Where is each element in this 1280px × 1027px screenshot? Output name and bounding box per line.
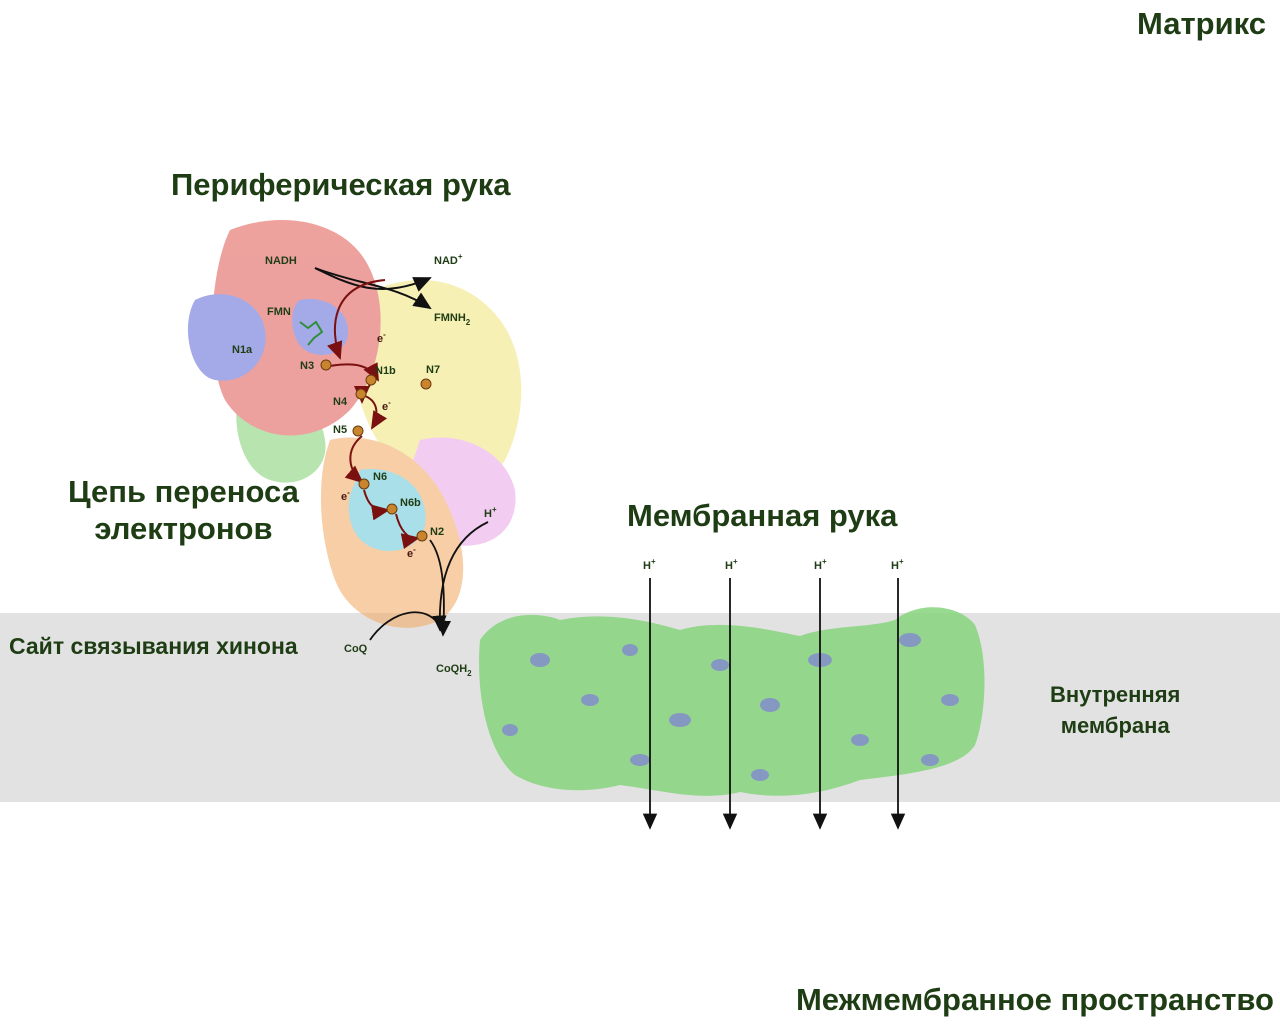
cluster-n4-icon [355, 388, 367, 400]
electron-label-1: e- [377, 330, 386, 345]
cluster-n4-label: N4 [333, 396, 348, 408]
cluster-n5-icon [352, 425, 364, 437]
arrow-proton-to-coqh2 [432, 521, 489, 632]
membrane-protein-surface [479, 607, 985, 796]
proton-pumping-arrows [642, 578, 906, 830]
cluster-n3-label: N3 [300, 360, 314, 372]
etc-label-line2: электронов [94, 511, 273, 546]
proton-label-entry: H+ [484, 505, 497, 520]
nadh-oxidation-arrows [314, 267, 432, 360]
intermembrane-space-label: Межмембранное пространство [795, 982, 1274, 1017]
electron-label-3: e- [341, 488, 350, 503]
etc-label-line1: Цепь переноса [68, 474, 299, 509]
protein-subunit-yellow [354, 280, 522, 492]
inner-membrane-line1: Внутренняя [1050, 682, 1181, 707]
fes-cluster-markers [320, 359, 432, 542]
fmn-molecule-icon [299, 320, 324, 346]
electron-transport-chain-label: Цепь переноса электронов [68, 473, 299, 547]
peripheral-arm-label: Периферическая рука [171, 167, 511, 202]
cluster-n5-label: N5 [333, 424, 347, 436]
electron-label-4: e- [407, 545, 416, 560]
cluster-n3-icon [320, 359, 332, 371]
quinone-binding-site-label: Сайт связывания хинона [9, 633, 298, 659]
cluster-n2-icon [416, 530, 428, 542]
coq-label: CoQ [344, 643, 368, 655]
nadh-label: NADH [265, 255, 297, 267]
matrix-label: Матрикс [1137, 6, 1266, 41]
cluster-n1a-label: N1a [232, 344, 253, 356]
arrow-to-nad [314, 267, 432, 292]
proton-label-3: H+ [814, 557, 827, 572]
inner-membrane-line2: мембрана [1060, 713, 1170, 738]
arrow-n2-to-coqh2 [429, 539, 452, 637]
quinone-reduction-arrows [369, 521, 489, 641]
membrane-arm-label: Мембранная рука [627, 498, 898, 533]
membrane-protein-blue-patches [502, 633, 959, 781]
arrow-to-fmnh2 [314, 267, 432, 310]
cluster-n7-icon [420, 378, 432, 390]
proton-label-2: H+ [725, 557, 738, 572]
cluster-n6b-icon [386, 503, 398, 515]
peripheral-arm-structure [187, 220, 522, 628]
nad-plus-label: NAD+ [434, 252, 463, 267]
coqh2-label: CoQH2 [436, 663, 472, 678]
fmn-label: FMN [267, 306, 291, 318]
cluster-n1b-icon [365, 374, 377, 386]
cluster-n6-icon [358, 478, 370, 490]
arrow-coq-to-coqh2 [369, 611, 444, 641]
protein-subunit-blue [187, 294, 266, 381]
electron-label-2: e- [382, 398, 391, 413]
arrow-fmn-to-n3 [327, 279, 386, 360]
inner-membrane-label: Внутренняя мембрана [1050, 679, 1180, 741]
proton-label-4: H+ [891, 557, 904, 572]
cluster-n6b-label: N6b [400, 497, 421, 509]
proton-label-1: H+ [643, 557, 656, 572]
cluster-n7-label: N7 [426, 364, 440, 376]
cluster-n6-label: N6 [373, 471, 387, 483]
cluster-n1b-label: N1b [375, 365, 396, 377]
cluster-n2-label: N2 [430, 526, 444, 538]
fmnh2-label: FMNH2 [434, 312, 471, 327]
membrane-arm-structure [479, 607, 985, 796]
